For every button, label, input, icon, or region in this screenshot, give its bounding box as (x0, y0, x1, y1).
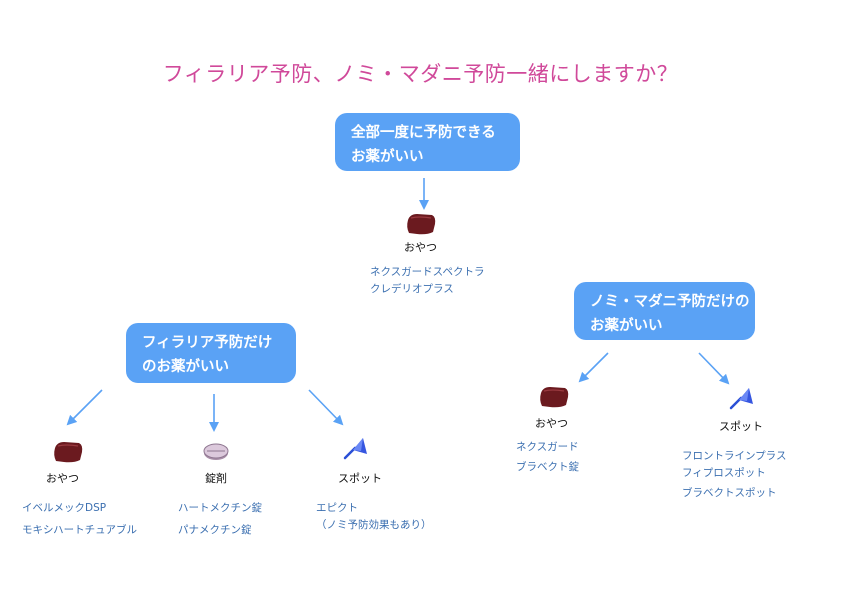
product-name: クレデリオプラス (370, 283, 454, 295)
treat-icon (54, 442, 83, 463)
product-name: パナメクチン錠 (178, 524, 252, 536)
product-name: ネクスガード (516, 441, 579, 453)
arrow-right-spot (698, 352, 730, 385)
product-name: ブラベクトスポット (682, 487, 777, 499)
product-name: ブラベクト錠 (516, 461, 579, 473)
type-label: おやつ (404, 241, 437, 254)
option-box-line: のお薬がいい (142, 359, 229, 375)
type-label: おやつ (535, 417, 568, 430)
product-name: イベルメックDSP (22, 502, 107, 514)
spot-pipette-icon (343, 438, 367, 460)
type-label: おやつ (46, 472, 79, 485)
type-label: スポット (338, 472, 382, 485)
option-box-line: ノミ・マダニ予防だけの (590, 294, 750, 310)
treat-icon (540, 387, 569, 408)
option-box-line: お薬がいい (351, 149, 424, 165)
option-box-all-in-one: 全部一度に予防できる お薬がいい (335, 113, 520, 171)
arrow-left-spot (308, 389, 344, 426)
type-label: 錠剤 (205, 472, 227, 485)
product-name: ハートメクチン錠 (178, 502, 262, 514)
option-box-line: お薬がいい (590, 318, 663, 334)
tablet-icon (203, 443, 229, 460)
arrow-left-treat (66, 389, 103, 426)
product-name: モキシハートチュアブル (22, 524, 137, 536)
spot-pipette-icon (729, 388, 753, 410)
type-label: スポット (719, 420, 763, 433)
product-name: エピクト (316, 502, 358, 514)
page-title: フィラリア予防、ノミ・マダニ予防一緒にしますか？ (162, 62, 679, 86)
option-box-line: フィラリア予防だけ (142, 335, 273, 351)
product-name: フィプロスポット (682, 467, 766, 479)
treat-icon (407, 214, 436, 235)
product-name: ネクスガードスペクトラ (370, 266, 485, 278)
product-name: フロントラインプラス (682, 450, 787, 462)
option-box-flea-tick-only: ノミ・マダニ予防だけの お薬がいい (574, 282, 755, 340)
arrow-right-treat (578, 352, 609, 383)
product-name: （ノミ予防効果もあり） (316, 519, 432, 531)
option-box-line: 全部一度に予防できる (351, 125, 496, 141)
option-box-heartworm-only: フィラリア予防だけ のお薬がいい (126, 323, 296, 383)
